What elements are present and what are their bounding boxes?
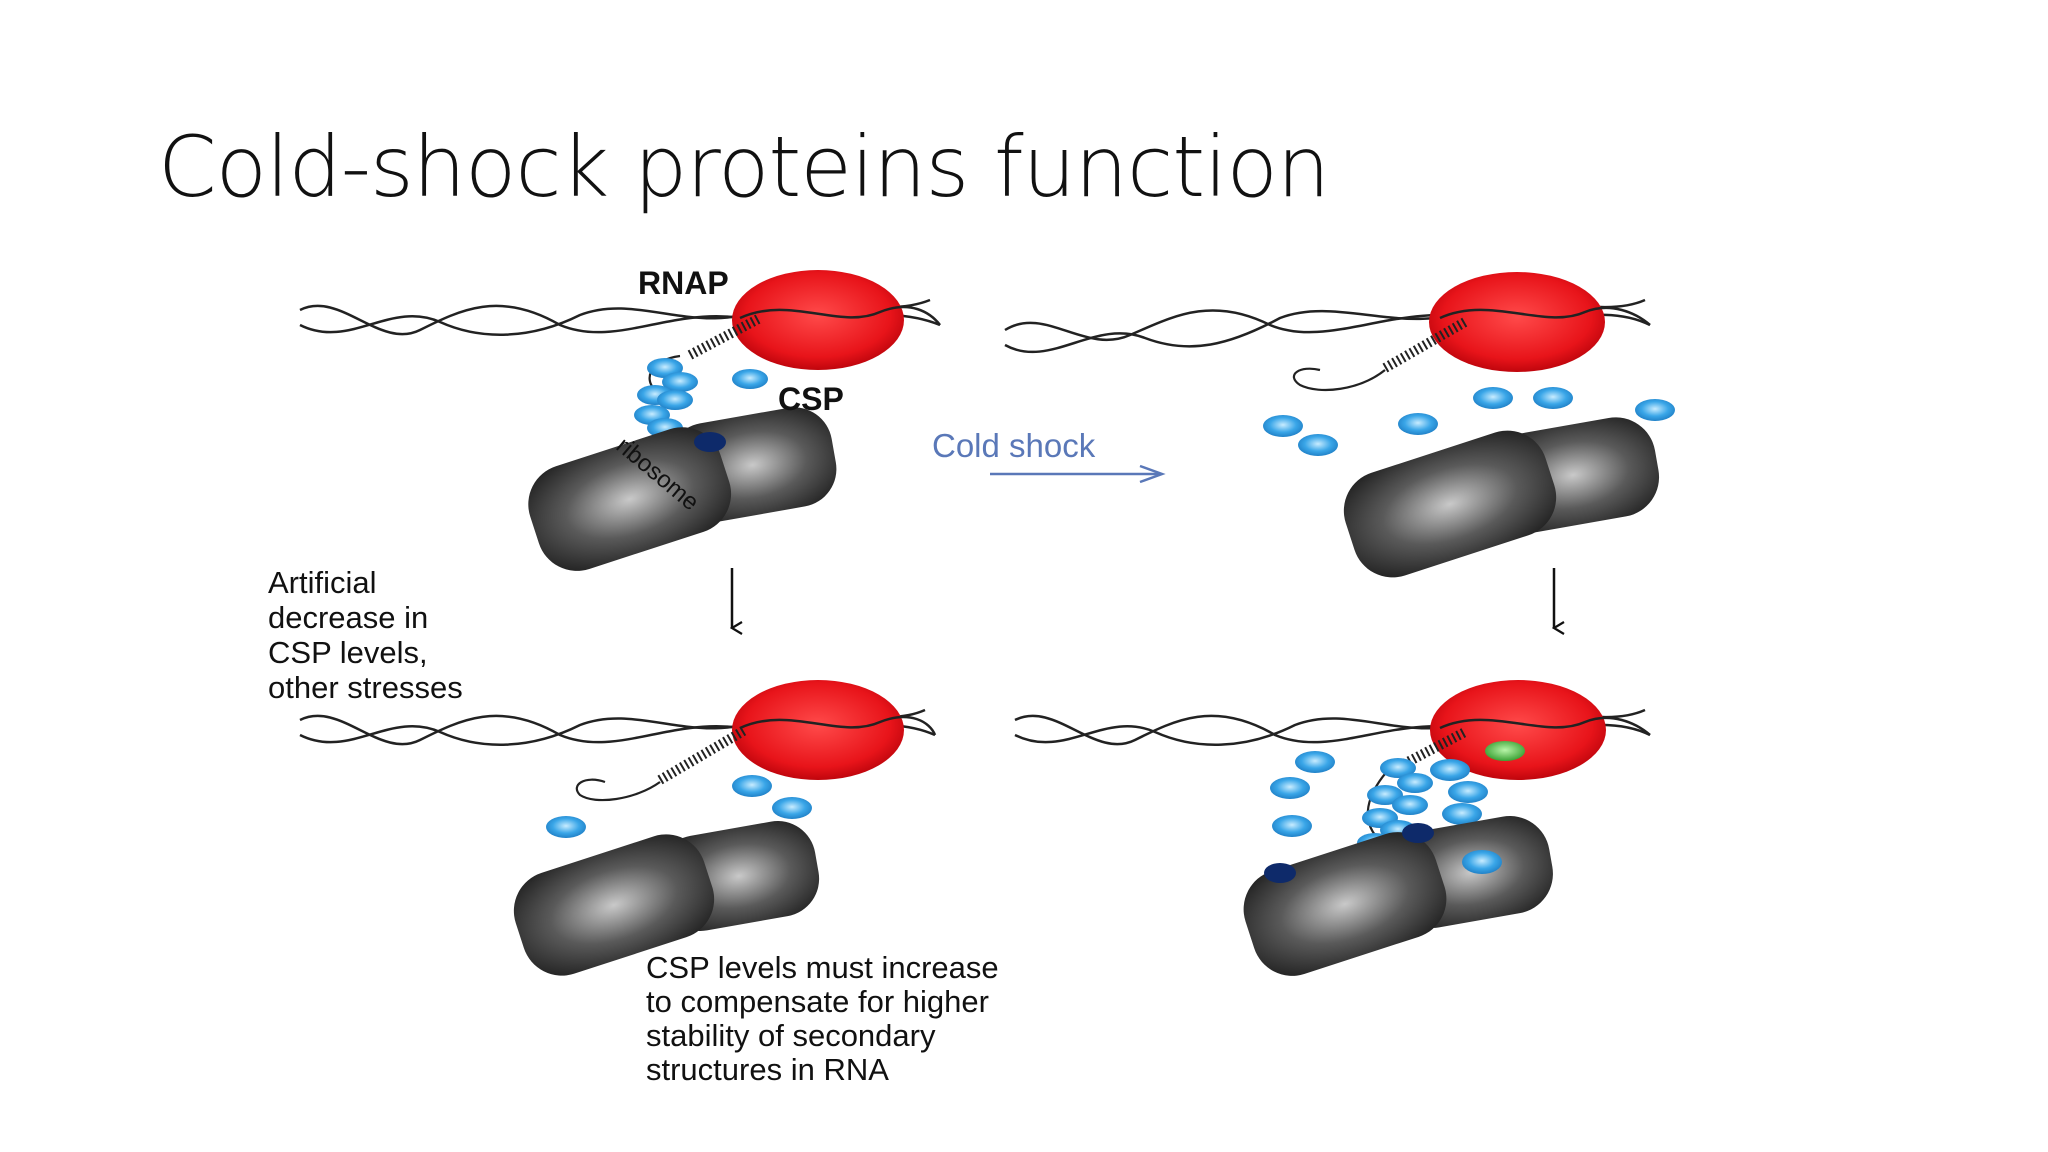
rnap-polymerase bbox=[1429, 272, 1605, 372]
rnap-polymerase bbox=[732, 270, 904, 370]
csp-protein bbox=[1398, 413, 1438, 435]
ribosome-subunit-large bbox=[1343, 430, 1557, 578]
csp-protein bbox=[732, 369, 768, 389]
cold-shock-arrowhead bbox=[1139, 464, 1166, 484]
dark-blue-dot bbox=[1264, 863, 1296, 883]
csp-protein bbox=[546, 816, 586, 838]
left-caption-line: Artificial bbox=[268, 565, 377, 600]
dna-strand bbox=[1439, 716, 1651, 736]
rna-loop bbox=[1292, 367, 1386, 392]
panel-after-cold-shock bbox=[1004, 272, 1675, 578]
csp-protein bbox=[1635, 399, 1675, 421]
free-csp-group bbox=[1270, 751, 1488, 837]
csp-protein bbox=[1367, 785, 1403, 805]
dark-blue-dot bbox=[694, 432, 726, 452]
bottom-caption-line: structures in RNA bbox=[646, 1052, 889, 1087]
csp-protein bbox=[1448, 781, 1488, 803]
panel-decreased-csp bbox=[299, 680, 937, 976]
csp-protein bbox=[1270, 777, 1310, 799]
rna-hairpin bbox=[687, 313, 763, 360]
csp-protein bbox=[732, 775, 772, 797]
csp-protein bbox=[772, 797, 812, 819]
left-caption-line: other stresses bbox=[268, 670, 463, 705]
free-csp-group bbox=[546, 775, 812, 838]
left-caption-line: CSP levels, bbox=[268, 635, 428, 670]
csp-protein bbox=[1380, 758, 1416, 778]
panel-normal-transcription: RNAP CSP ribosome bbox=[299, 265, 941, 571]
green-dot bbox=[1485, 741, 1525, 761]
csp-protein bbox=[1298, 434, 1338, 456]
rna-hairpin bbox=[1397, 727, 1468, 771]
bottom-caption: CSP levels must increase to compensate f… bbox=[646, 950, 1007, 1087]
rna-strand bbox=[1366, 767, 1391, 836]
dna-strand bbox=[739, 305, 941, 326]
bottom-caption-line: to compensate for higher bbox=[646, 984, 989, 1019]
ribosome-subunit-large bbox=[528, 427, 732, 571]
rnap-polymerase bbox=[732, 680, 904, 780]
ribosome-subunit-large bbox=[513, 834, 715, 976]
slide-title: Cold-shock proteins function bbox=[158, 118, 1330, 216]
cold-shock-arrow-group: Cold shock bbox=[932, 427, 1166, 484]
csp-chain bbox=[634, 358, 768, 438]
dna-strand bbox=[739, 715, 937, 736]
dark-blue-dot bbox=[1402, 823, 1434, 843]
csp-protein bbox=[1442, 803, 1482, 825]
csp-protein bbox=[1430, 759, 1470, 781]
rnap-label: RNAP bbox=[638, 265, 729, 301]
dna-strand bbox=[1439, 306, 1651, 326]
csp-label: CSP bbox=[778, 381, 844, 417]
bottom-caption-line: CSP levels must increase bbox=[646, 950, 999, 985]
rna-loop bbox=[575, 778, 661, 802]
csp-protein bbox=[657, 390, 693, 410]
csp-protein bbox=[1272, 815, 1312, 837]
panel-increased-csp bbox=[1014, 680, 1651, 976]
csp-protein bbox=[1473, 387, 1513, 409]
ribosome-subunit-large bbox=[1243, 832, 1447, 976]
free-csp-group bbox=[1263, 387, 1675, 456]
left-caption: Artificial decrease in CSP levels, other… bbox=[268, 565, 463, 705]
rnap-polymerase bbox=[1430, 680, 1606, 780]
csp-protein bbox=[662, 372, 698, 392]
bottom-caption-line: stability of secondary bbox=[646, 1018, 936, 1053]
left-caption-line: decrease in bbox=[268, 600, 428, 635]
csp-protein bbox=[1462, 850, 1502, 874]
csp-protein bbox=[1397, 773, 1433, 793]
csp-protein bbox=[1533, 387, 1573, 409]
cold-shock-label: Cold shock bbox=[932, 427, 1096, 464]
rna-hairpin bbox=[1382, 317, 1468, 373]
csp-protein bbox=[1263, 415, 1303, 437]
csp-protein bbox=[1392, 795, 1428, 815]
csp-protein bbox=[1295, 751, 1335, 773]
rna-hairpin bbox=[657, 725, 748, 785]
